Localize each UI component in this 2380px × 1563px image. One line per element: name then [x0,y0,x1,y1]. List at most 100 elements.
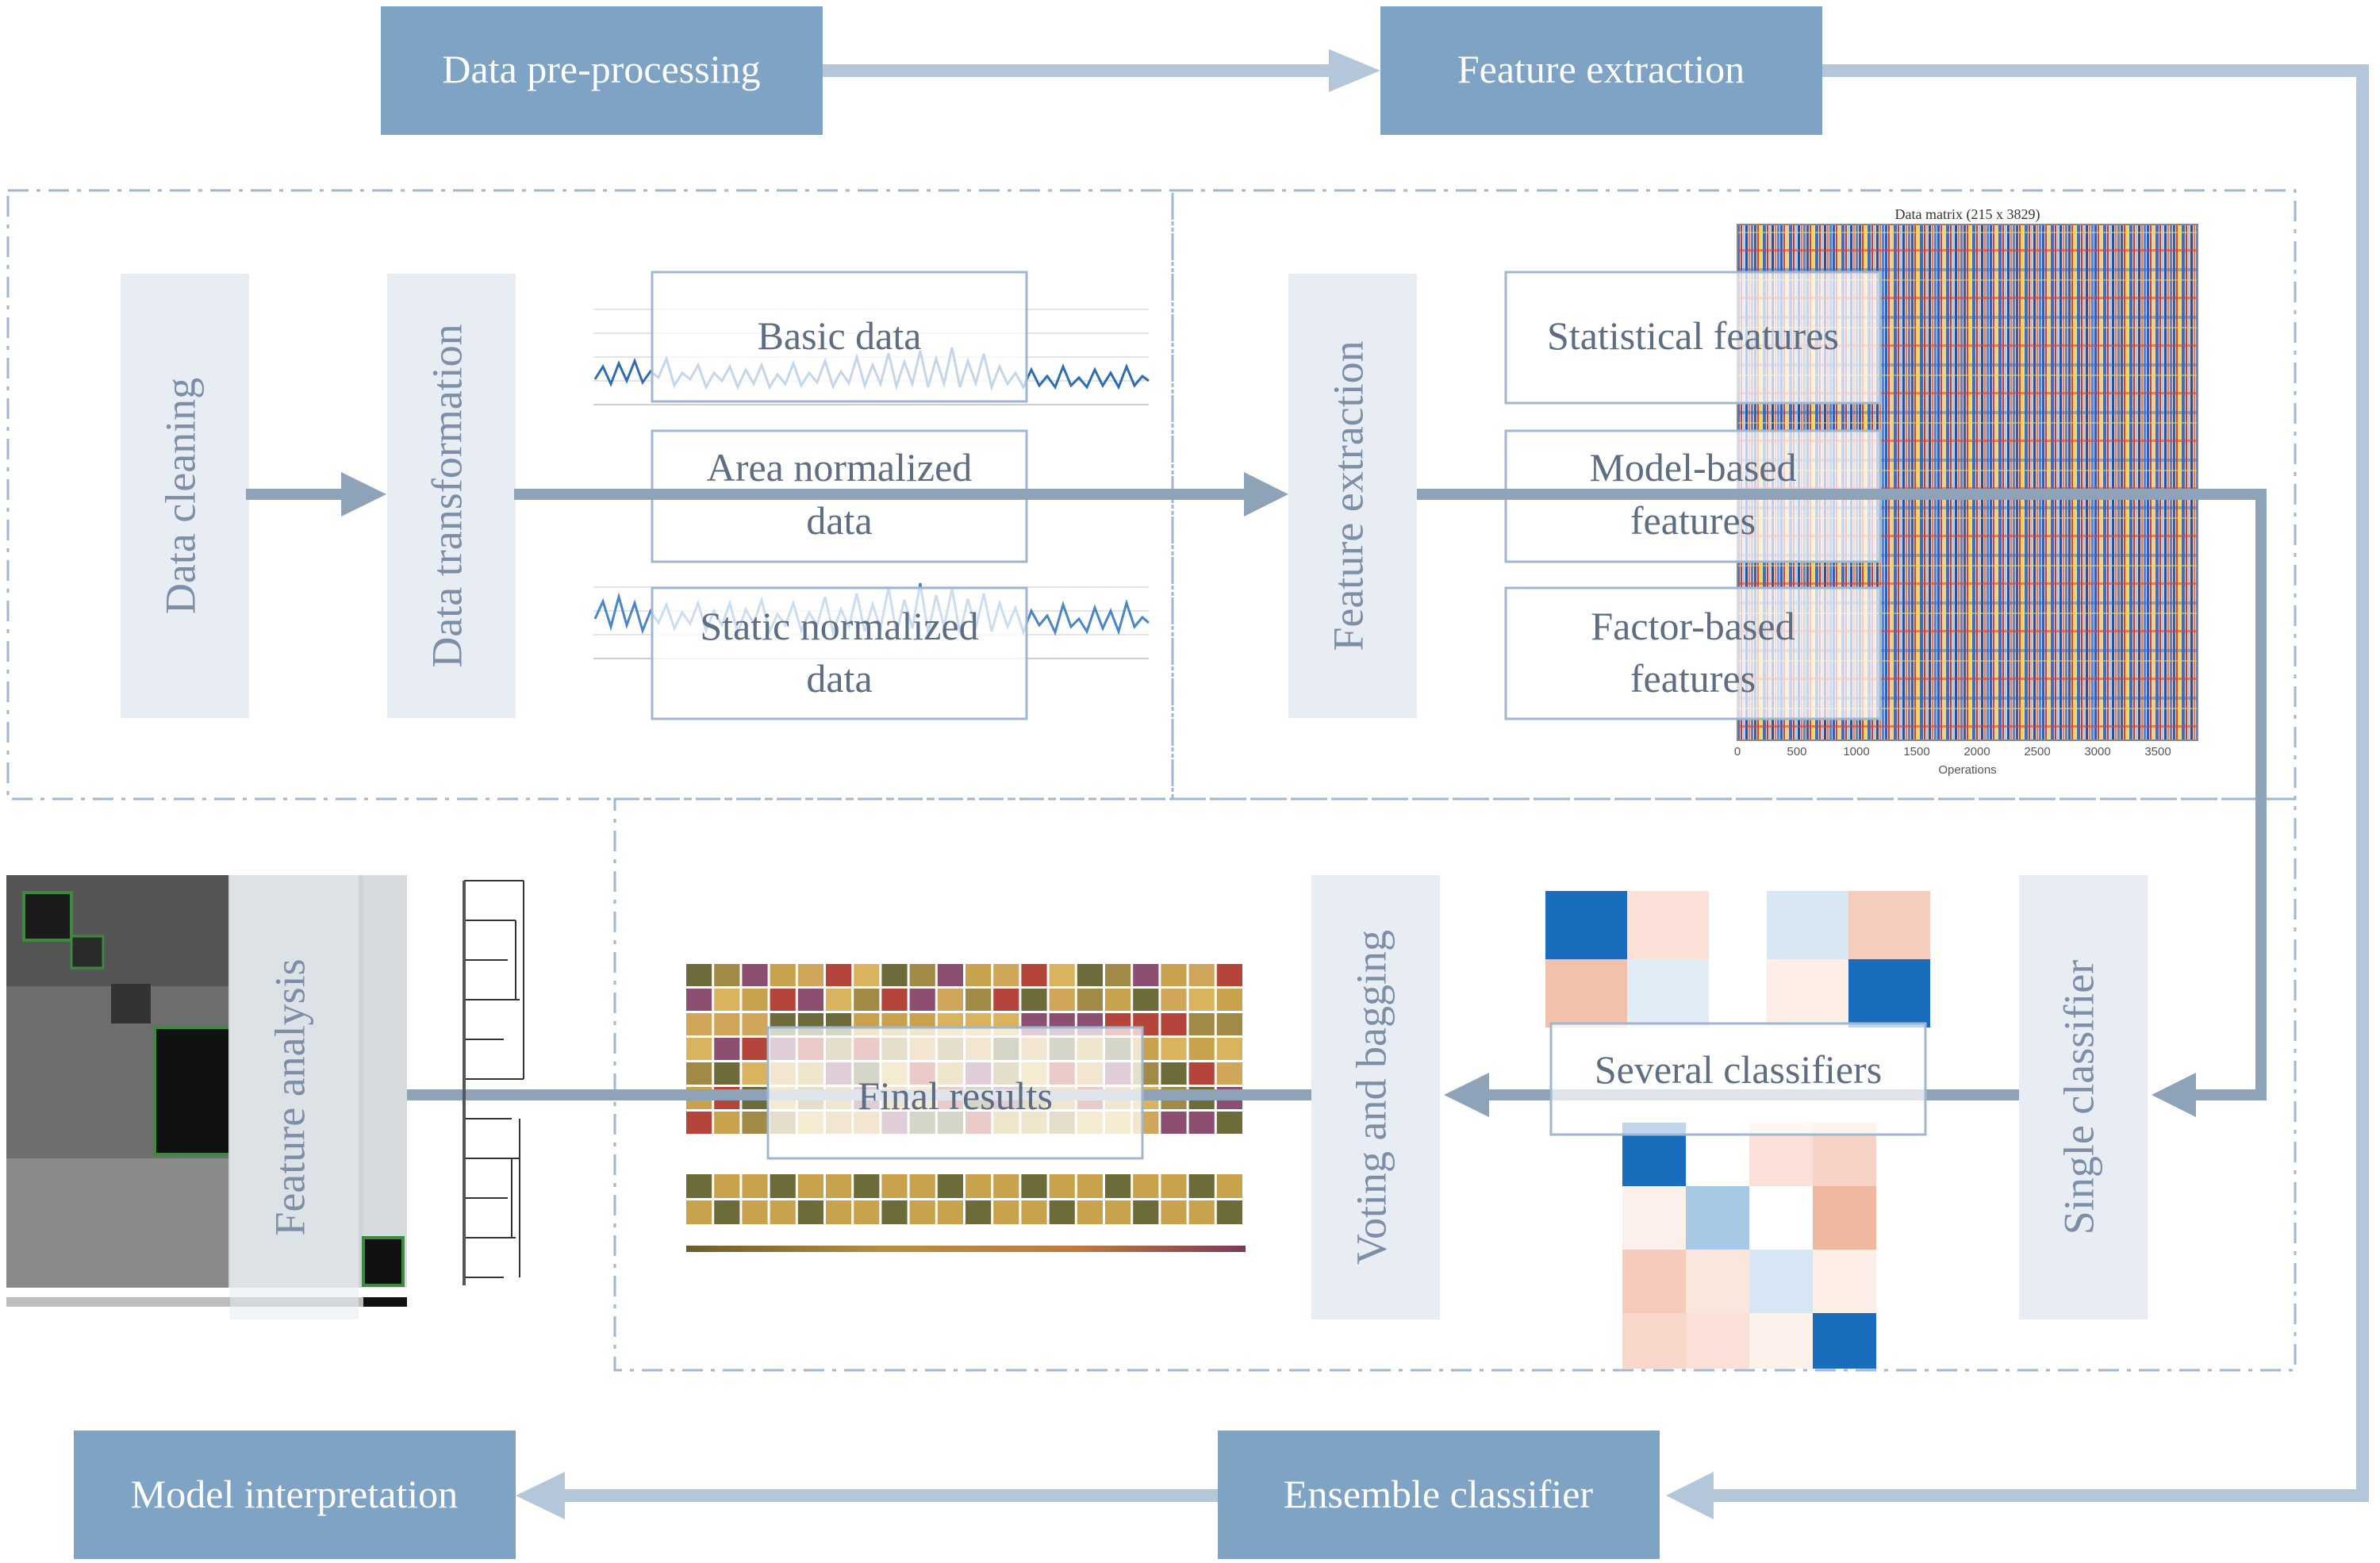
step-voting-and-bagging-label: Voting and bagging [1347,930,1395,1265]
feature-factor-based: Factor-based features [1504,586,1882,720]
results-cell [1161,964,1187,986]
results-cell [1077,989,1103,1011]
arrow-preprocessing-to-extraction [823,49,1380,92]
results-cell [797,1200,823,1224]
results-cell [770,989,796,1011]
results-cell [1216,1112,1242,1134]
results-cell [1021,1200,1047,1224]
results-cell [1049,964,1075,986]
results-cell [1161,1062,1187,1085]
results-cell [1161,1174,1187,1198]
results-cell [909,1174,935,1198]
feature-factor-based-line2: features [1630,656,1756,701]
results-cell [993,1174,1019,1198]
arrow-ensemble-to-interpretation [516,1472,1218,1519]
header-data-preprocessing: Data pre-processing [381,6,823,135]
results-cell [1216,1013,1242,1035]
heatmap-xtick-3500: 3500 [2144,745,2171,758]
results-cell [742,1038,768,1060]
results-cell [686,1200,712,1224]
results-cell [714,1112,740,1134]
datatype-basic-data: Basic data [651,271,1028,403]
results-cell [881,1174,908,1198]
results-cell [1188,1174,1215,1198]
panel-classification [613,797,2297,1372]
arrow-outer-loop [1666,64,2369,1519]
results-cell [1105,1174,1131,1198]
results-cell [1188,1200,1215,1224]
confusion-matrix-bottom [1622,1123,1876,1369]
results-cell [1161,1038,1187,1060]
results-cell [770,964,796,986]
results-cell [742,964,768,986]
results-cell [1161,1112,1187,1134]
results-cell [881,989,908,1011]
results-cell [1188,989,1215,1011]
feature-statistical-label: Statistical features [1547,313,1839,358]
step-data-transformation: Data transformation [387,274,516,718]
results-cell [1216,989,1242,1011]
results-cell [1133,1174,1159,1198]
results-cell [1216,964,1242,986]
step-feature-extraction: Feature extraction [1288,274,1417,718]
arrow-extraction-to-single-classifier [1417,489,2267,1117]
header-feature-extraction-label: Feature extraction [1457,47,1745,91]
feature-statistical: Statistical features [1504,271,1882,405]
results-cell [1161,1013,1187,1035]
results-cell [1161,1200,1187,1224]
results-cell [909,989,935,1011]
results-cell [1077,1174,1103,1198]
results-cell [1216,1174,1242,1198]
results-cell [797,989,823,1011]
classifier-final-results: Final results [766,1026,1144,1160]
heatmap-xtick-500: 500 [1787,745,1806,758]
results-cell [826,964,852,986]
arrow-cleaning-to-transformation [246,472,386,517]
results-cell [1133,989,1159,1011]
results-cell [770,1174,796,1198]
header-feature-extraction: Feature extraction [1380,6,1822,135]
results-cell [714,1200,740,1224]
confusion-matrix-top-right [1767,891,1930,1027]
results-cell [1161,989,1187,1011]
header-model-interpretation: Model interpretation [74,1431,516,1559]
datatype-area-normalized-line1: Area normalized [707,445,973,490]
results-cell [1188,1038,1215,1060]
results-cell [686,1013,712,1035]
heatmap-xtick-1000: 1000 [1843,745,1869,758]
results-cell [686,1174,712,1198]
results-cell [686,1062,712,1085]
header-data-preprocessing-label: Data pre-processing [442,47,760,91]
results-cell [909,1200,935,1224]
results-cell [714,989,740,1011]
final-results-colorbar [686,1246,1246,1252]
results-cell [965,1200,992,1224]
results-cell [1216,1038,1242,1060]
results-cell [770,1200,796,1224]
results-cell [1077,964,1103,986]
confusion-matrix-top-left [1545,891,1709,1027]
results-cell [854,1200,880,1224]
results-cell [714,1062,740,1085]
step-feature-analysis: Feature analysis [230,875,359,1319]
step-feature-extraction-label: Feature extraction [1324,340,1372,651]
step-data-transformation-label: Data transformation [423,324,470,667]
datatype-static-normalized-line2: data [806,656,872,701]
results-cell [881,964,908,986]
results-cell [1105,1200,1131,1224]
results-cell [1021,964,1047,986]
feature-analysis-dendrogram [463,880,524,1285]
results-cell [1188,1112,1215,1134]
results-cell [965,1174,992,1198]
results-cell [1021,1174,1047,1198]
results-cell [742,1200,768,1224]
results-cell [909,964,935,986]
datatype-static-normalized: Static normalized data [651,586,1028,720]
results-cell [937,1174,963,1198]
header-ensemble-classifier-label: Ensemble classifier [1284,1472,1593,1516]
results-cell [686,1038,712,1060]
datatype-basic-data-label: Basic data [758,313,922,358]
results-cell [1049,1174,1075,1198]
feature-factor-based-line1: Factor-based [1591,604,1795,648]
